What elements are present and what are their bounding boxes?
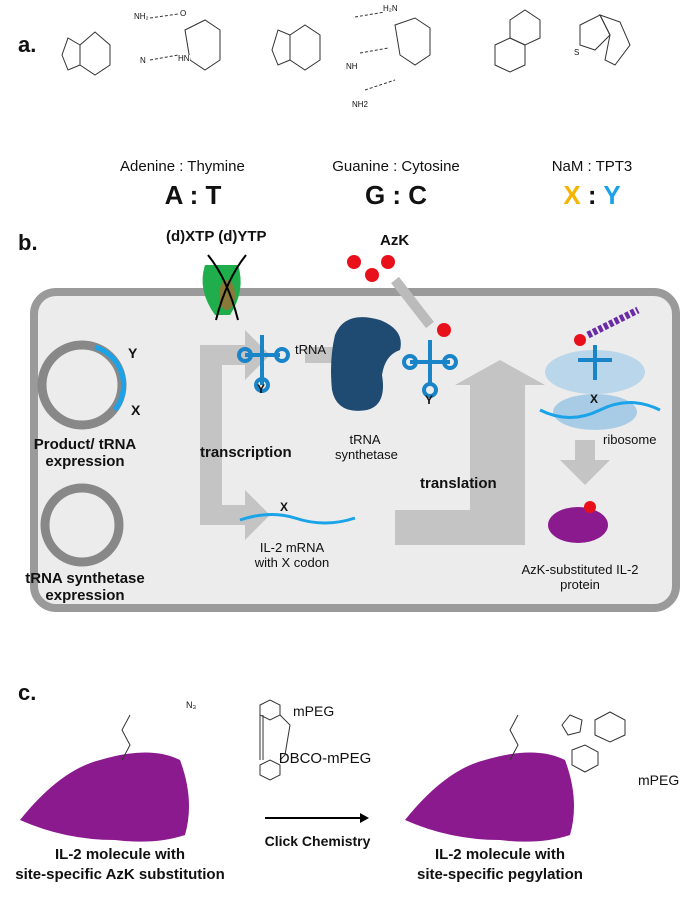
il2-peg-protein (405, 752, 574, 842)
cell-diagram (30, 254, 680, 612)
pair-name-at: Adenine : Thymine (120, 158, 245, 175)
right-caption-2: site-specific pegylation (417, 866, 583, 883)
base-pair-structures (61, 9, 631, 91)
azk-label: AzK (380, 232, 410, 249)
mrna-icon (239, 513, 356, 525)
transporter-label: (d)XTP (d)YTP (166, 228, 267, 245)
charged-trna-icon (402, 340, 458, 398)
azk-arrow (391, 276, 434, 329)
pair-name-gc: Guanine : Cytosine (332, 158, 460, 175)
sep: : (587, 180, 597, 210)
trna-icon (237, 335, 290, 393)
left-caption-2: site-specific AzK substitution (15, 866, 225, 883)
reaction-label: Click Chemistry (264, 833, 371, 849)
pair-name-xy: NaM : TPT3 (551, 158, 633, 175)
panel-a-label: a. (18, 32, 37, 57)
x-letter: X (563, 180, 581, 210)
atom-nh: NH (346, 62, 358, 71)
y-letter: Y (603, 180, 621, 210)
left-caption-1: IL-2 molecule with (54, 846, 186, 863)
plasmid-synthetase-label: tRNA synthetase expression (25, 570, 145, 604)
plasmid-product-label: Product/ tRNA expression (33, 436, 137, 470)
reagent-group: mPEG (293, 703, 335, 719)
tpt3-ring (579, 14, 611, 51)
pair-short-gc: G : C (364, 180, 428, 210)
pair-short-xy: X : Y (540, 180, 644, 211)
il2-azk-protein (20, 752, 189, 842)
atom-o: O (180, 9, 187, 18)
pair-short-at: A : T (164, 180, 222, 210)
transporter-icon (202, 254, 247, 321)
triazole-structure (561, 711, 626, 773)
ribosome-label: ribosome (603, 432, 657, 447)
trna-y: Y (257, 382, 266, 396)
plasmid-y: Y (128, 345, 138, 361)
plasmid-synthetase (40, 483, 124, 567)
atom-s: S (574, 48, 580, 57)
thymine-ring (184, 19, 221, 71)
product-group: mPEG (638, 772, 680, 788)
atom-nh2: NH₂ (134, 12, 149, 21)
atom-h2n: H₂N (383, 4, 398, 13)
translation-label: translation (420, 475, 497, 492)
ribosome-y: Y (425, 393, 434, 407)
panel-b-label: b. (18, 230, 38, 255)
panel-c-label: c. (18, 680, 37, 705)
synthetase-icon (331, 317, 401, 411)
plasmid-x: X (131, 402, 141, 418)
right-caption-1: IL-2 molecule with (434, 846, 566, 863)
atom-n: N (140, 56, 146, 65)
protein-label: AzK-substituted IL-2 protein (521, 562, 639, 592)
mrna-label: IL-2 mRNA with X codon (254, 540, 330, 570)
trna-label: tRNA (295, 342, 327, 357)
dbco-structure (259, 699, 291, 781)
synthetase-label: tRNA synthetase (335, 432, 398, 462)
cytosine-ring (394, 17, 431, 66)
reagent-label: DBCO-mPEG (278, 750, 372, 767)
azk-molecules (347, 255, 395, 282)
il2-protein-icon (548, 501, 608, 543)
transcription-label: transcription (200, 444, 292, 461)
mrna-x: X (280, 500, 289, 514)
atom-hn: HN (178, 54, 190, 63)
ribosome-x: X (590, 392, 599, 406)
atom-nh2b: NH2 (352, 100, 369, 109)
azide-label: N₃ (186, 700, 197, 710)
ribosome-icon (539, 306, 661, 430)
